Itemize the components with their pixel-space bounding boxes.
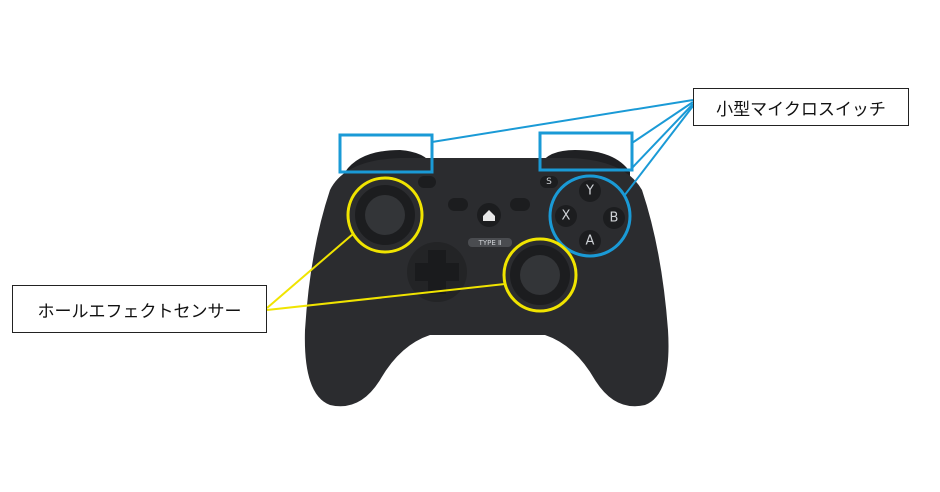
b-button (603, 207, 625, 229)
left-trigger-highlight (338, 133, 434, 174)
dpad (415, 250, 459, 294)
face-buttons-highlight (548, 174, 632, 258)
y-button (579, 180, 601, 202)
y-label: Y (585, 184, 594, 199)
hall-sensor-highlights (266, 176, 578, 313)
micro-switch-callout: 小型マイクロスイッチ (693, 88, 909, 126)
right-stick (520, 255, 560, 295)
right-stick-highlight (502, 237, 578, 313)
s-button (540, 176, 558, 188)
s-button-label: S (546, 177, 552, 187)
left-stick (365, 195, 405, 235)
left-stick-highlight (346, 176, 424, 254)
menu-button (510, 198, 530, 211)
a-button (579, 230, 601, 252)
x-label: X (562, 209, 571, 224)
b-label: B (610, 211, 619, 226)
right-trigger-highlight (538, 131, 634, 172)
capture-button (418, 176, 436, 188)
micro-switch-highlights (338, 99, 694, 258)
x-button (555, 205, 577, 227)
hall-effect-callout: ホールエフェクトセンサー (12, 285, 267, 333)
a-label: A (586, 234, 595, 249)
back-button (448, 198, 468, 211)
type-badge-label: TYPE Ⅱ (478, 239, 502, 247)
controller-body (304, 158, 669, 407)
type-badge (468, 238, 512, 247)
home-icon (483, 210, 495, 221)
